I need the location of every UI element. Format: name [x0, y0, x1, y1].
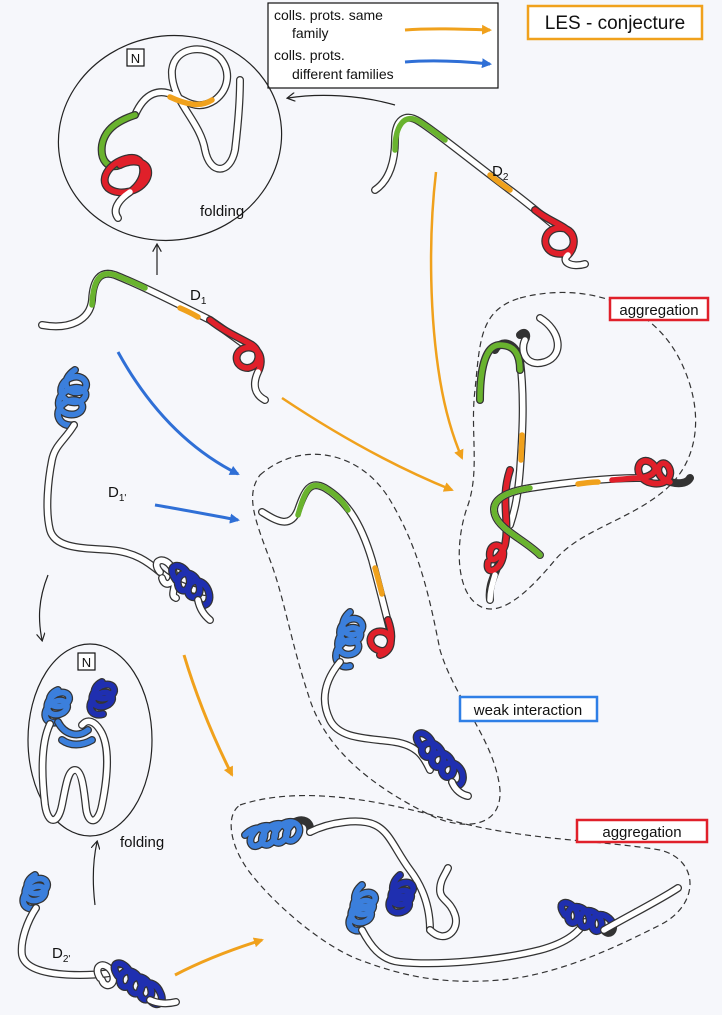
aggregation-top: aggregation	[458, 291, 710, 610]
folding-label-top: folding	[200, 203, 244, 220]
legend-box	[267, 2, 499, 89]
d2-to-aggregation-arrow	[429, 171, 464, 460]
native-state-top: N folding	[57, 34, 283, 242]
native-label-bottom: N	[82, 655, 91, 670]
legend-diff-families-line2: different families	[292, 66, 394, 82]
native-label-top: N	[131, 51, 140, 66]
aggregation-bottom-label: aggregation	[602, 824, 681, 841]
legend: colls. prots. same family colls. prots. …	[267, 2, 499, 89]
d1p-to-aggregation-bottom-arrow	[182, 654, 234, 777]
title: LES - conjecture	[545, 13, 685, 34]
weak-interaction-label: weak interaction	[473, 702, 582, 719]
d1-to-aggregation-arrow	[281, 396, 454, 492]
d1-prime-label: D1'	[108, 484, 126, 504]
legend-diff-families-line1: colls. prots.	[274, 47, 345, 63]
d2p-to-native-arrow	[93, 842, 97, 906]
native-state-bottom: N	[27, 643, 153, 837]
title-box: LES - conjecture	[526, 4, 704, 41]
d1-to-weak-arrow-1	[116, 351, 240, 476]
d2p-to-aggregation-bottom-arrow	[174, 937, 264, 977]
d2-to-native-arrow	[288, 95, 396, 106]
folding-label-bottom: folding	[120, 834, 164, 851]
legend-orange-arrow	[404, 24, 492, 35]
aggregation-bottom-outline	[230, 794, 691, 982]
legend-same-family-line2: family	[292, 25, 329, 41]
legend-same-family-line1: colls. prots. same	[274, 7, 383, 23]
native-ellipse-top	[57, 34, 283, 242]
weak-interaction-complex: weak interaction	[252, 453, 599, 825]
chain-d2	[371, 113, 589, 270]
chain-d2-prime	[17, 871, 180, 1009]
d2-label: D2	[492, 163, 509, 183]
aggregation-top-outline	[458, 291, 697, 610]
chain-d1	[38, 269, 269, 404]
native-ellipse-bottom	[27, 643, 153, 837]
d1p-to-native-arrow	[40, 574, 49, 640]
chain-d1-prime	[43, 366, 214, 624]
d2-prime-label: D2'	[52, 945, 70, 965]
legend-blue-arrow	[404, 58, 492, 69]
aggregation-bottom: aggregation	[230, 794, 709, 982]
d1-label: D1	[190, 287, 207, 307]
aggregation-top-label: aggregation	[619, 302, 698, 319]
weak-interaction-outline	[252, 453, 501, 825]
d1p-to-weak-arrow	[154, 503, 240, 524]
